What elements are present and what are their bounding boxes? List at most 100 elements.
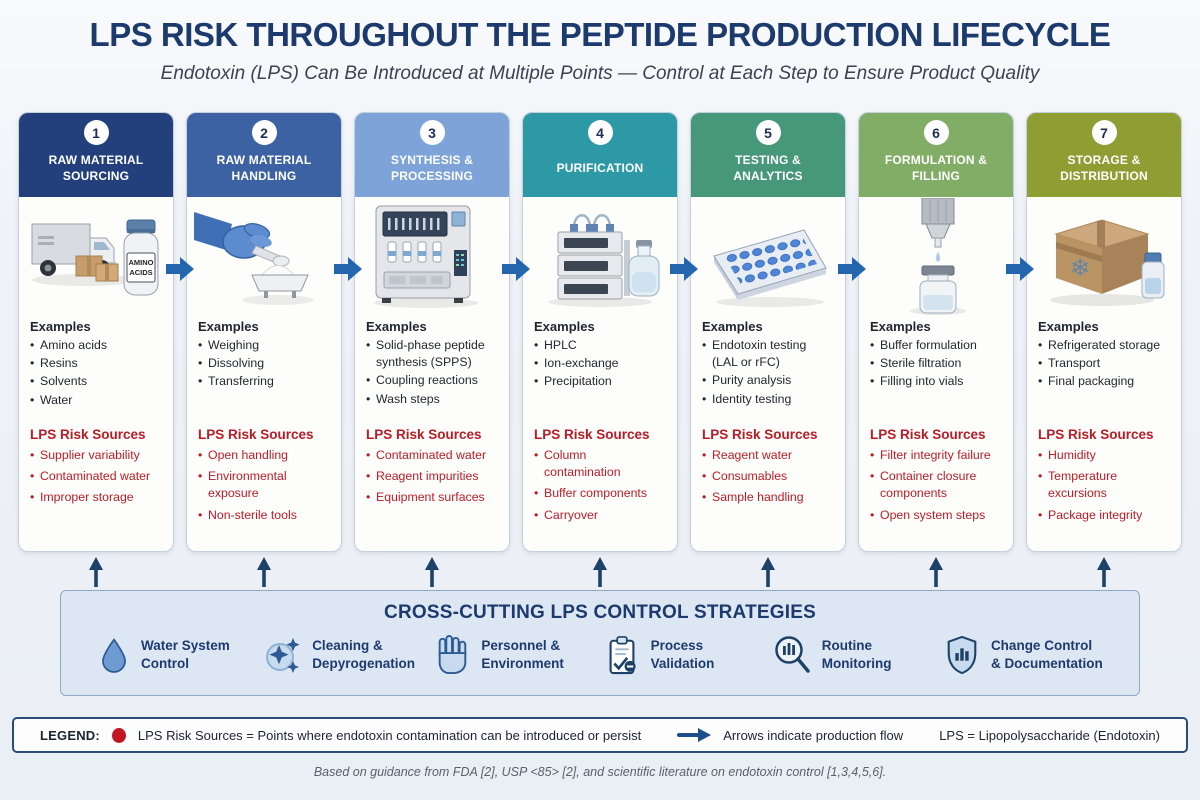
example-item: Ion-exchange [534, 355, 666, 372]
risks-heading: LPS Risk Sources [870, 427, 986, 442]
examples-list: Endotoxin testing (LAL or rFC) Purity an… [702, 337, 834, 408]
page-subtitle: Endotoxin (LPS) Can Be Introduced at Mul… [160, 63, 1040, 84]
examples-heading: Examples [30, 319, 91, 334]
truck-and-vial-illustration: AMINO ACIDS [31, 219, 159, 296]
legend-arrow-definition: Arrows indicate production flow [723, 727, 904, 743]
stage-7-illustration: ❄ [1027, 197, 1181, 317]
up-arrow-icon [1097, 557, 1111, 587]
glove-icon [439, 635, 467, 674]
risk-item: Temperature excursions [1038, 468, 1170, 502]
stage-card-6: 6 FORMULATION & FILLING Exam [858, 112, 1014, 552]
stage-number-badge: 2 [251, 120, 277, 145]
legend-risk-definition: LPS Risk Sources = Points where endotoxi… [137, 727, 642, 743]
legend-risk-group: LEGEND: LPS Risk Sources = Points where … [40, 727, 642, 743]
synthesizer-illustration [374, 205, 478, 308]
gloved-hand-illustration [194, 212, 314, 305]
risks-heading: LPS Risk Sources [702, 427, 818, 442]
stage-3-header: 3 SYNTHESIS & PROCESSING [355, 113, 509, 197]
stage-3-illustration [355, 197, 509, 317]
risk-item: Equipment surfaces [366, 489, 498, 506]
legend-lps-group: LPS = Lipopolysaccharide (Endotoxin) [939, 728, 1160, 743]
stage-1-examples: Examples Amino acids Resins Solvents Wat… [19, 317, 173, 425]
stage-number-badge: 7 [1091, 120, 1117, 145]
flow-arrow-icon [502, 257, 530, 281]
citation-footer: Based on guidance from FDA [2], USP <85>… [313, 765, 887, 779]
stage-2-illustration [187, 197, 341, 317]
stage-2-risks: LPS Risk Sources Open handling Environme… [187, 425, 341, 528]
stage-7-header: 7 STORAGE & DISTRIBUTION [1027, 113, 1181, 197]
strategy-water-system-control: Water System Control [97, 634, 253, 676]
risks-heading: LPS Risk Sources [198, 427, 314, 442]
risk-item: Open system steps [870, 507, 1002, 524]
shield-icon [947, 635, 977, 675]
risk-item: Sample handling [702, 489, 834, 506]
risks-list: Open handling Environmental exposure Non… [198, 447, 330, 524]
strategy-label: Process Validation [650, 638, 715, 671]
water-drop-icon [102, 638, 126, 673]
example-item: Refrigerated storage [1038, 337, 1170, 354]
risk-item: Supplier variability [30, 447, 162, 464]
examples-list: Amino acids Resins Solvents Water [30, 337, 162, 409]
stage-7-examples: Examples Refrigerated storage Transport … [1027, 317, 1181, 425]
risk-item: Non-sterile tools [198, 507, 330, 524]
risk-item: Contaminated water [30, 468, 162, 485]
example-item: Precipitation [534, 373, 666, 390]
risk-item: Consumables [702, 468, 834, 485]
stage-card-1: 1 RAW MATERIAL SOURCING [18, 112, 174, 552]
risks-list: Supplier variability Contaminated water … [30, 447, 162, 507]
flow-arrow-icon [166, 257, 194, 281]
strategy-routine-monitoring: Routine Monitoring [772, 633, 934, 677]
strategy-label: Change Control & Documentation [990, 638, 1103, 671]
stage-5-risks: LPS Risk Sources Reagent water Consumabl… [691, 425, 845, 511]
sparkles-clean-icon [266, 638, 300, 673]
stage-2-header: 2 RAW MATERIAL HANDLING [187, 113, 341, 197]
up-arrow-icon [89, 557, 103, 587]
vial-label-line2: ACIDS [129, 268, 152, 277]
risk-item: Improper storage [30, 489, 162, 506]
flow-arrow-icon [1006, 257, 1034, 281]
stage-6-header: 6 FORMULATION & FILLING [859, 113, 1013, 197]
risks-heading: LPS Risk Sources [366, 427, 482, 442]
risk-item: Contaminated water [366, 447, 498, 464]
examples-list: Buffer formulation Sterile filtration Fi… [870, 337, 1002, 391]
risk-item: Reagent water [702, 447, 834, 464]
example-item: Solvents [30, 373, 162, 390]
microplate-illustration [713, 229, 827, 307]
stage-title: RAW MATERIAL HANDLING [216, 153, 312, 183]
stage-3-risks: LPS Risk Sources Contaminated water Reag… [355, 425, 509, 511]
stage-1-header: 1 RAW MATERIAL SOURCING [19, 113, 173, 197]
risk-item: Carryover [534, 507, 666, 524]
risks-heading: LPS Risk Sources [30, 427, 146, 442]
examples-heading: Examples [366, 319, 427, 334]
examples-heading: Examples [198, 319, 259, 334]
up-arrow-icon [425, 557, 439, 587]
examples-list: HPLC Ion-exchange Precipitation [534, 337, 666, 391]
risk-item: Package integrity [1038, 507, 1170, 524]
stage-title: PURIFICATION [556, 161, 644, 176]
flow-arrow-icon [334, 257, 362, 281]
stage-number-badge: 1 [83, 120, 109, 145]
stage-2-examples: Examples Weighing Dissolving Transferrin… [187, 317, 341, 425]
stage-number-badge: 3 [419, 120, 445, 145]
stage-1-risks: LPS Risk Sources Supplier variability Co… [19, 425, 173, 511]
flow-arrow-icon [670, 257, 698, 281]
legend-label: LEGEND: [40, 727, 100, 743]
example-item: Transport [1038, 355, 1170, 372]
example-item: Wash steps [366, 391, 498, 408]
up-arrow-icon [257, 557, 271, 587]
example-item: Coupling reactions [366, 372, 498, 389]
legend-lps-definition: LPS = Lipopolysaccharide (Endotoxin) [939, 727, 1160, 743]
example-item: Filling into vials [870, 373, 1002, 390]
risk-item: Humidity [1038, 447, 1170, 464]
example-item: Purity analysis [702, 372, 834, 389]
risk-item: Open handling [198, 447, 330, 464]
example-item: Dissolving [198, 355, 330, 372]
risk-item: Reagent impurities [366, 468, 498, 485]
example-item: Final packaging [1038, 373, 1170, 390]
strategy-label: Water System Control [141, 638, 230, 671]
strategies-items: Water System Control Cleaning & Depyroge… [61, 624, 1139, 677]
example-item: Water [30, 392, 162, 409]
example-item: Sterile filtration [870, 355, 1002, 372]
stage-6-illustration [859, 197, 1013, 317]
